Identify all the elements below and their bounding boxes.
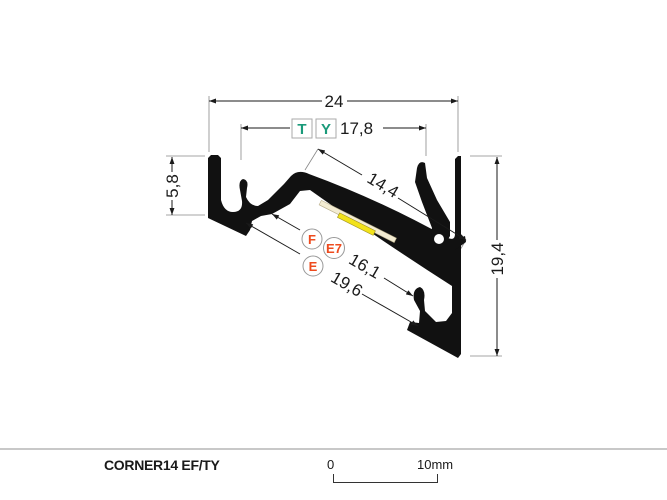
led-strip xyxy=(318,199,397,243)
badge-t xyxy=(291,118,313,139)
dimension-label: 17,8 xyxy=(340,119,373,138)
footer-divider xyxy=(0,448,667,450)
dimension-label: 14,4 xyxy=(364,169,402,202)
badge-t-label: T xyxy=(297,121,306,138)
dimension-height-left: 5,8 xyxy=(163,157,182,215)
led-chip xyxy=(337,212,376,236)
badge-e7 xyxy=(323,237,345,259)
aluminium-profile xyxy=(208,155,466,358)
badge-y-label: Y xyxy=(321,121,331,138)
badge-e xyxy=(302,255,324,277)
scale-bar xyxy=(333,474,438,483)
scale-end-label: 10mm xyxy=(417,457,454,472)
dimension-height-total: 19,4 xyxy=(488,157,507,356)
badge-f-label: F xyxy=(308,232,316,247)
dimension-label: 24 xyxy=(325,92,344,111)
badge-f xyxy=(301,228,323,250)
badge-e-label: E xyxy=(309,259,318,274)
product-name: CORNER14 EF/TY xyxy=(104,457,220,473)
scale-start-label: 0 xyxy=(327,457,335,472)
dimension-width-total: 24 xyxy=(209,92,458,111)
dimension-width-inner: T Y 17,8 xyxy=(241,118,426,139)
badge-y xyxy=(315,118,337,139)
badge-e7-label: E7 xyxy=(326,241,342,256)
dimension-label: 5,8 xyxy=(163,174,182,198)
dimension-label: 19,4 xyxy=(488,242,507,275)
